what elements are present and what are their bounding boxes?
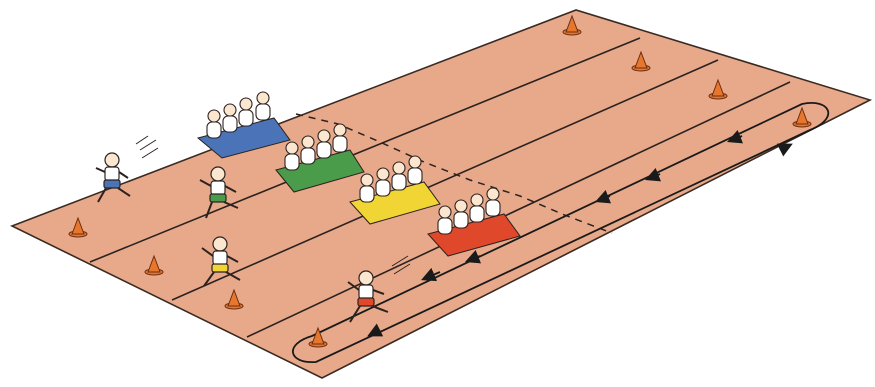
circuit-arrow xyxy=(780,146,788,150)
playing-surface xyxy=(12,10,870,378)
